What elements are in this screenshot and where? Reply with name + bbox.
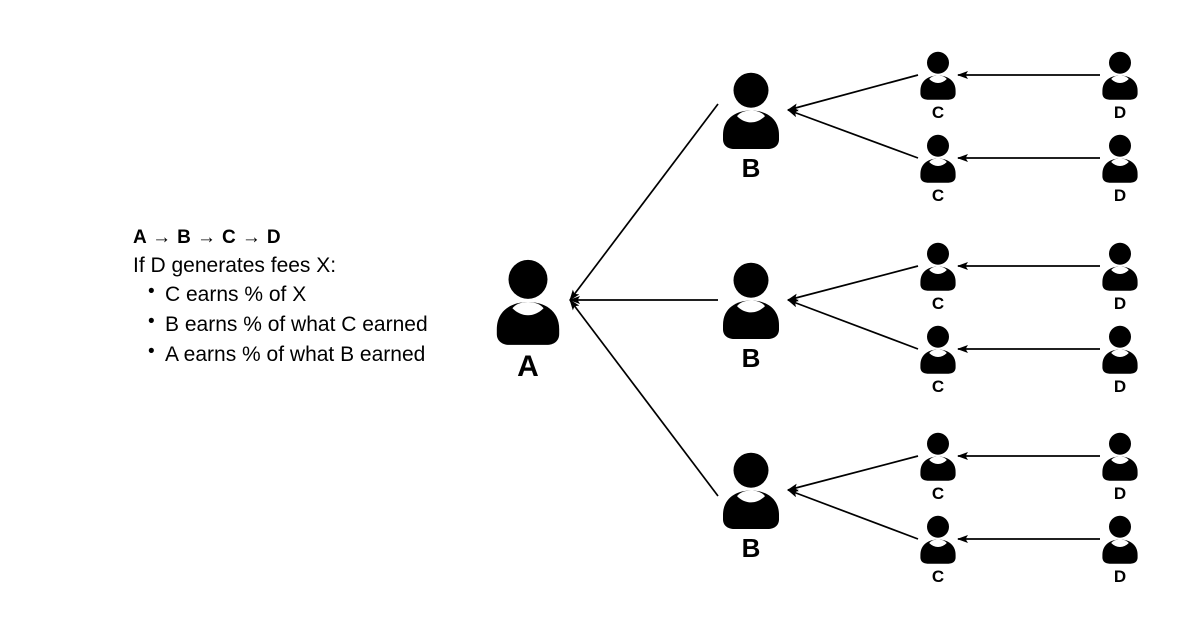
person-node-label: B — [741, 342, 761, 373]
person-icon — [916, 325, 960, 374]
person-icon — [489, 259, 567, 345]
person-node-d[interactable]: D — [1098, 432, 1142, 502]
person-node-c[interactable]: C — [916, 242, 960, 312]
person-node-label: C — [931, 566, 945, 586]
person-icon — [916, 515, 960, 564]
arrow-b-to-a — [569, 103, 719, 301]
arrow-c-to-b — [787, 455, 919, 492]
person-icon — [1098, 242, 1142, 291]
person-node-label: D — [1113, 483, 1127, 503]
person-icon — [716, 262, 786, 339]
person-icon — [916, 242, 960, 291]
edge-layer — [569, 71, 1100, 543]
explainer-bullet-list: C earns % of XB earns % of what C earned… — [133, 279, 473, 370]
person-icon — [1098, 325, 1142, 374]
person-node-label: D — [1113, 102, 1127, 122]
arrow-c-to-b — [787, 299, 919, 350]
arrow-b-to-a — [569, 299, 719, 497]
person-node-b[interactable]: B — [716, 452, 786, 561]
person-icon — [716, 452, 786, 529]
person-icon — [1098, 51, 1142, 100]
referral-chain-heading: A → B → C → D — [133, 227, 282, 248]
arrow-c-to-b — [787, 109, 919, 159]
person-icon — [716, 72, 786, 149]
explainer-bullet-item: A earns % of what B earned — [133, 339, 473, 370]
person-icon — [916, 134, 960, 183]
person-node-label: C — [931, 185, 945, 205]
person-icon — [1098, 134, 1142, 183]
person-node-label: C — [931, 483, 945, 503]
person-icon — [1098, 432, 1142, 481]
person-node-label: A — [517, 350, 539, 383]
explainer-lead-line: If D generates fees X: — [133, 253, 337, 277]
explainer-bullet-item: C earns % of X — [133, 279, 473, 310]
person-node-label: B — [741, 532, 761, 563]
explainer-text-block: A → B → C → D If D generates fees X: C e… — [133, 226, 473, 369]
person-icon — [1098, 515, 1142, 564]
person-node-c[interactable]: C — [916, 515, 960, 585]
person-node-b[interactable]: B — [716, 72, 786, 181]
arrow-c-to-b — [787, 74, 919, 112]
person-node-d[interactable]: D — [1098, 51, 1142, 121]
person-node-label: C — [931, 293, 945, 313]
arrow-c-to-b — [787, 489, 919, 540]
person-node-c[interactable]: C — [916, 134, 960, 204]
person-node-c[interactable]: C — [916, 325, 960, 395]
explainer-bullet-item: B earns % of what C earned — [133, 309, 473, 340]
person-node-c[interactable]: C — [916, 432, 960, 502]
person-node-label: D — [1113, 293, 1127, 313]
person-node-d[interactable]: D — [1098, 134, 1142, 204]
person-node-c[interactable]: C — [916, 51, 960, 121]
person-node-label: D — [1113, 566, 1127, 586]
person-icon — [916, 51, 960, 100]
person-node-d[interactable]: D — [1098, 515, 1142, 585]
arrow-c-to-b — [787, 265, 919, 302]
person-node-b[interactable]: B — [716, 262, 786, 371]
person-node-a[interactable]: A — [489, 259, 567, 382]
person-node-label: C — [931, 102, 945, 122]
person-node-label: D — [1113, 376, 1127, 396]
person-icon — [916, 432, 960, 481]
person-node-label: B — [741, 152, 761, 183]
person-node-d[interactable]: D — [1098, 242, 1142, 312]
person-node-label: D — [1113, 185, 1127, 205]
person-node-d[interactable]: D — [1098, 325, 1142, 395]
person-node-label: C — [931, 376, 945, 396]
